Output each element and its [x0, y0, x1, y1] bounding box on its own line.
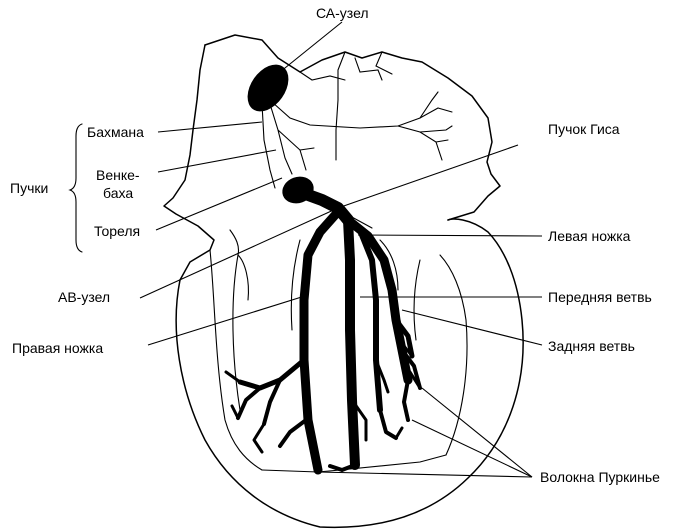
leader-lines	[140, 22, 542, 477]
label-posterior-branch: Задняя ветвь	[548, 338, 635, 354]
label-bundles: Пучки	[10, 180, 48, 196]
label-his-bundle: Пучок Гиса	[548, 121, 620, 137]
label-wenckebach-1: Венке-	[96, 167, 140, 183]
internodal-tracts	[262, 92, 452, 188]
label-purkinje: Волокна Пуркинье	[540, 469, 660, 485]
label-thorel: Тореля	[94, 223, 140, 239]
heart-outline	[164, 35, 523, 527]
label-wenckebach-2: баха	[103, 185, 133, 201]
label-right-bundle: Правая ножка	[12, 340, 103, 356]
label-left-bundle: Левая ножка	[548, 228, 631, 244]
sa-node	[239, 57, 297, 119]
bundles-bracket	[70, 124, 82, 252]
his-purkinje-system	[226, 192, 420, 470]
label-av-node: АВ-узел	[58, 289, 110, 305]
label-sa-node: СА-узел	[316, 5, 369, 21]
label-anterior-branch: Передняя ветвь	[548, 289, 652, 305]
label-bachmann: Бахмана	[87, 124, 144, 140]
